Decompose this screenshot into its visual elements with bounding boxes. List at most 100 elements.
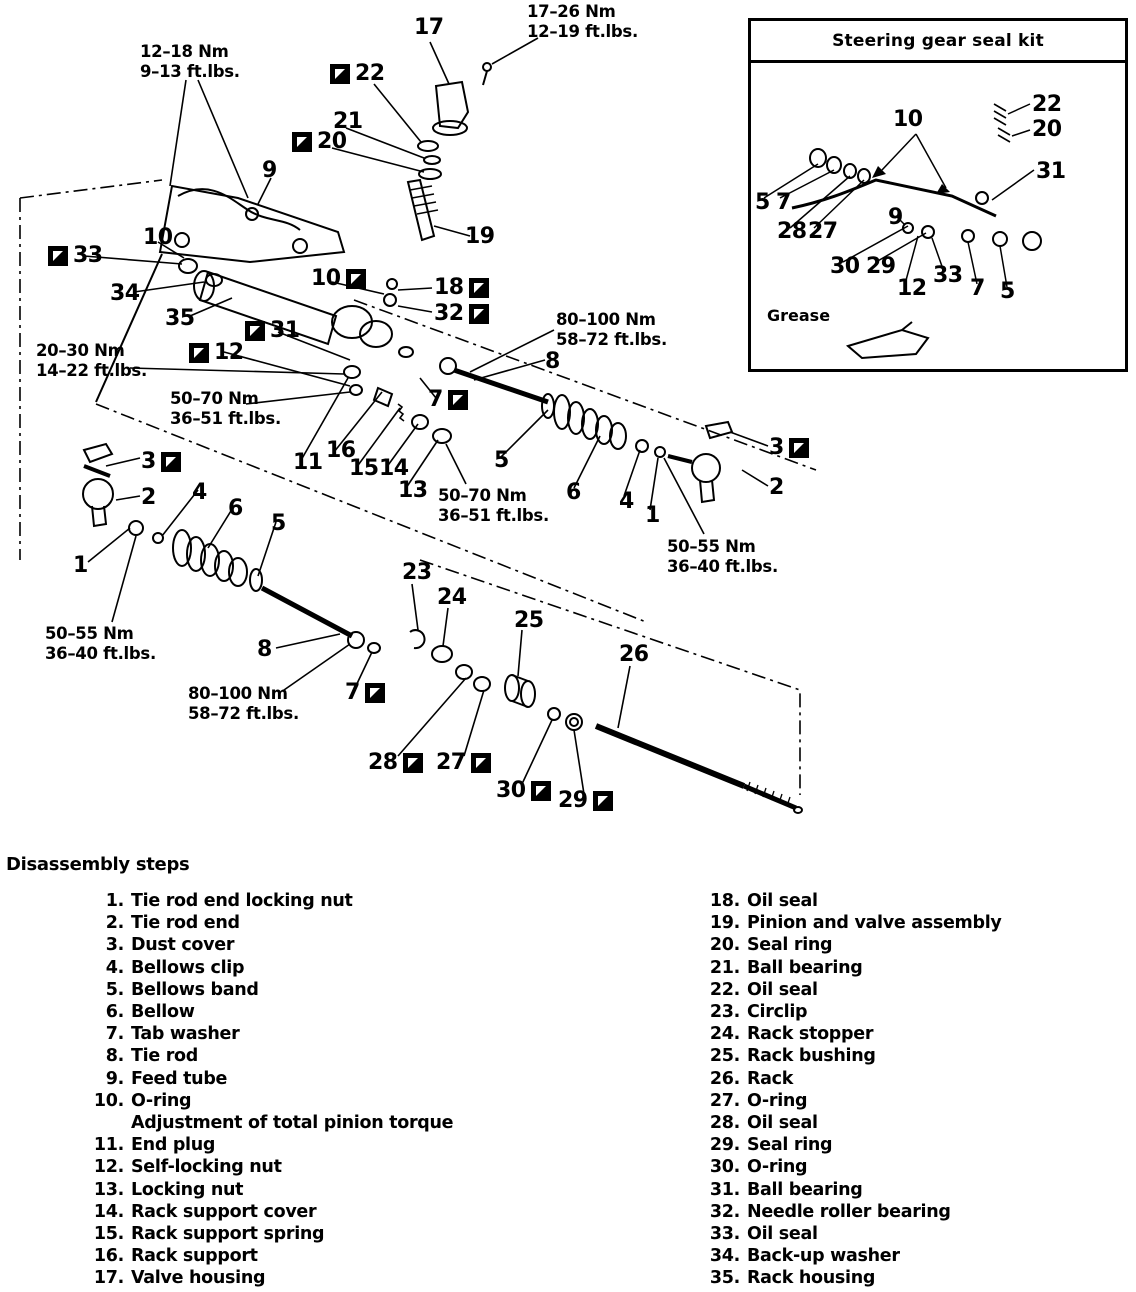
callout-28: 28 [777,221,807,243]
part-number: 3. [105,935,125,956]
callout-number: 5 [271,511,286,536]
callout-30: 30 [496,780,551,802]
part-number: 30. [709,1157,740,1178]
part-number: 15. [93,1224,124,1245]
callout-13: 13 [398,480,428,502]
part-item: 18.Oil seal [700,890,1130,912]
callout-number: 31 [1036,159,1066,184]
callout-5: 5 [1000,281,1015,303]
part-item: 15. Rack support spring [84,1223,644,1245]
part-number [84,1112,124,1134]
callout-8: 8 [545,351,560,373]
callout-22: 22 [1032,94,1062,116]
non-reusable-part-icon [160,452,181,472]
callout-number: 12 [897,276,927,301]
part-item: 23.Circlip [700,1001,1130,1023]
callout-4: 4 [619,491,634,513]
non-reusable-part-icon [364,683,385,703]
part-name: Rack [747,1068,794,1089]
non-reusable-part-icon [530,781,551,801]
callout-number: 1 [645,503,660,528]
part-number: 16. [93,1246,124,1267]
part-name: Needle roller bearing [747,1201,951,1222]
part-number: 21. [709,957,740,978]
part-number: 25. [709,1046,740,1067]
callout-number: 7 [345,680,360,705]
part-name: O-ring [131,1090,192,1111]
part-item: 27.O-ring [700,1090,1130,1112]
callout-29: 29 [866,256,896,278]
callout-9: 9 [888,207,903,229]
part-item: 33.Oil seal [700,1223,1130,1245]
callout-2: 2 [141,487,156,509]
part-item: 34.Back-up washer [700,1245,1130,1267]
callout-number: 10 [311,266,341,291]
part-name: Tab washer [131,1024,240,1045]
callout-number: 22 [355,61,385,86]
part-number: 5. [105,979,125,1000]
callout-6: 6 [228,498,243,520]
part-name: Rack support cover [131,1201,317,1222]
grease-label: Grease [767,306,831,325]
part-item: 12.Self-locking nut [84,1156,644,1178]
part-number: 8. [105,1046,125,1067]
part-name: Rack support spring [131,1224,325,1245]
callout-number: 29 [866,254,896,279]
part-name: Dust cover [131,935,235,956]
part-item: 19.Pinion and valve assembly [700,912,1130,934]
callout-number: 7 [970,276,985,301]
part-number: 4. [105,957,125,978]
part-number: 6. [105,1002,125,1023]
part-name: Ball bearing [747,957,863,978]
callout-10: 10 [893,109,923,131]
part-number: 11. [93,1135,124,1156]
callout-1: 1 [73,555,88,577]
part-item: 35.Rack housing [700,1267,1130,1289]
callout-26: 26 [619,644,649,666]
callout-number: 7 [776,190,791,215]
callout-20: 20 [292,131,347,153]
part-number: 29. [709,1135,740,1156]
part-number: 33. [709,1224,740,1245]
callout-5: 5 [755,192,770,214]
callout-10: 10 [143,227,173,249]
non-reusable-part-icon [245,321,265,341]
part-number: 18. [709,891,740,911]
callout-15: 15 [349,458,379,480]
part-number: 1. [105,891,125,911]
part-name: O-ring [747,1157,808,1178]
callout-31: 31 [1036,161,1066,183]
seal-kit-inset: Steering gear seal kit [748,18,1128,372]
non-reusable-part-icon [592,791,613,811]
parts-list-heading: Disassembly steps [6,854,190,875]
callout-5: 5 [494,450,509,472]
part-name: Ball bearing [747,1179,863,1200]
callout-18: 18 [434,277,489,299]
callout-number: 21 [333,109,363,134]
callout-32: 32 [434,303,489,325]
part-item: 29.Seal ring [700,1134,1130,1156]
part-item: 17.Valve housing [84,1267,644,1289]
callout-11: 11 [293,452,323,474]
part-name: Oil seal [747,979,818,1000]
part-item: 22.Oil seal [700,979,1130,1001]
part-number: 12. [93,1157,124,1178]
callout-33: 33 [933,265,963,287]
callout-number: 9 [262,158,277,183]
part-item: 9.Feed tube [84,1068,644,1090]
part-name: Tie rod end [131,913,240,934]
parts-list: Disassembly steps 1.Tie rod end locking … [0,854,1136,1292]
callout-16: 16 [326,440,356,462]
callout-number: 9 [888,205,903,230]
part-number: 34. [709,1246,740,1267]
part-item: 1.Tie rod end locking nut [84,890,644,912]
non-reusable-part-icon [470,753,491,773]
callout-9: 9 [262,160,277,182]
